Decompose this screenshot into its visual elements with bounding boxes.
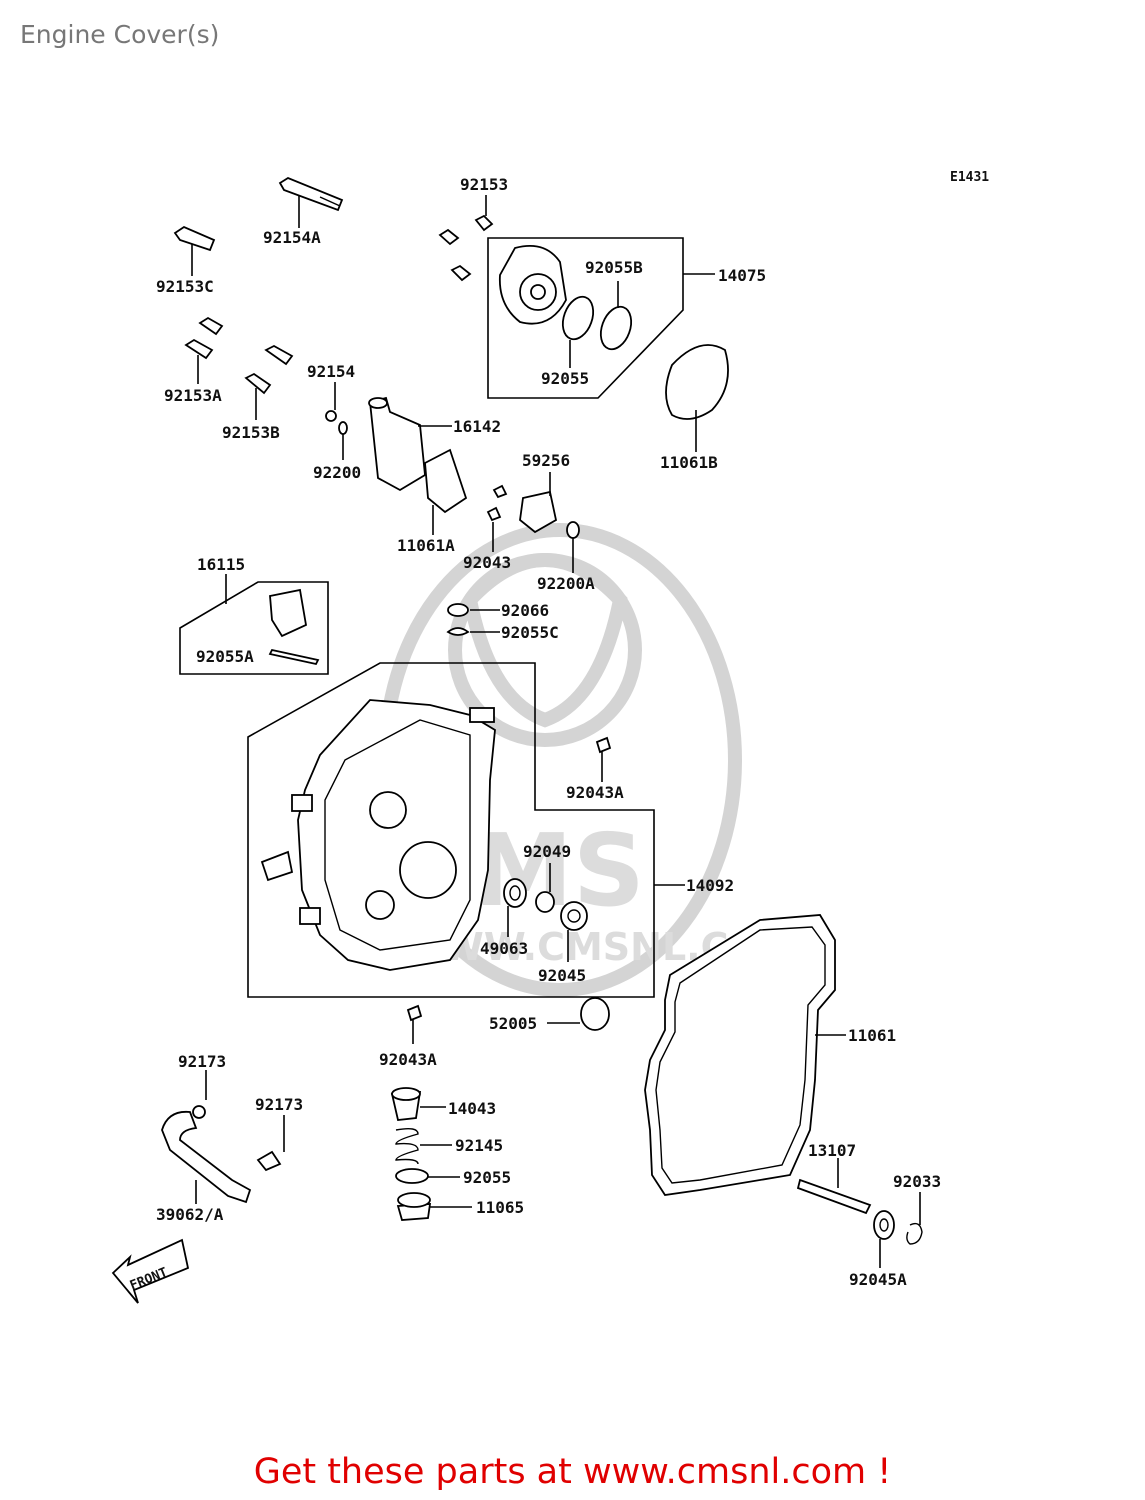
pin-92043A-lower	[406, 1004, 423, 1044]
o-ring-52005	[547, 997, 610, 1031]
part-label-16142: 16142	[453, 417, 501, 436]
part-label-11061A: 11061A	[397, 536, 455, 555]
housing-16142	[368, 396, 452, 492]
part-label-92055A: 92055A	[196, 647, 254, 666]
spring-92145	[395, 1127, 452, 1165]
washer-92049	[535, 863, 555, 913]
part-label-52005: 52005	[489, 1014, 537, 1033]
plug-92066	[446, 603, 500, 636]
part-label-39062A: 39062/A	[156, 1205, 224, 1224]
part-label-92173-left: 92173	[178, 1052, 226, 1071]
part-label-92055B: 92055B	[585, 258, 643, 277]
part-label-92066: 92066	[501, 601, 549, 620]
gasket-11061B	[665, 344, 729, 452]
part-label-92049: 92049	[523, 842, 571, 861]
o-ring-92055	[395, 1168, 460, 1184]
part-label-92045: 92045	[538, 966, 586, 985]
part-label-92153B: 92153B	[222, 423, 280, 442]
seal-49063	[503, 878, 527, 937]
part-label-92173-right: 92173	[255, 1095, 303, 1114]
part-label-92055-lower: 92055	[463, 1168, 511, 1187]
gasket-11061A	[424, 448, 468, 535]
bolt-92153C	[173, 225, 216, 276]
front-arrow: FRONT	[111, 1238, 190, 1304]
strainer-14043	[390, 1087, 446, 1121]
part-label-92154A: 92154A	[263, 228, 321, 247]
nut-92154	[325, 382, 337, 422]
pins-92043	[486, 484, 508, 552]
washer-92200A	[566, 521, 580, 573]
part-label-92145: 92145	[455, 1136, 503, 1155]
page-title: Engine Cover(s)	[20, 20, 220, 49]
part-label-11061B: 11061B	[660, 453, 718, 472]
part-label-11061: 11061	[848, 1026, 896, 1045]
washer-92200	[338, 421, 348, 460]
part-label-14043: 14043	[448, 1099, 496, 1118]
part-label-16115: 16115	[197, 555, 245, 574]
pin-92043A-upper	[595, 736, 612, 782]
assembly-box-14075	[487, 237, 715, 399]
bolts-92153A	[184, 316, 294, 384]
bolts-92153	[438, 195, 494, 282]
part-label-92153A: 92153A	[164, 386, 222, 405]
bolt-92153B	[244, 372, 272, 420]
bearing-92045	[560, 901, 588, 962]
part-label-92043A-upper: 92043A	[566, 783, 624, 802]
gasket-11061	[644, 914, 846, 1196]
part-labels: 92153 92154A 92153C 92055B 14075 92055 1…	[156, 175, 941, 1289]
hose-39062	[161, 1070, 285, 1204]
assembly-box-16115	[179, 574, 329, 675]
part-label-14075: 14075	[718, 266, 766, 285]
part-label-92045A: 92045A	[849, 1270, 907, 1289]
part-label-92200A: 92200A	[537, 574, 595, 593]
part-label-49063: 49063	[480, 939, 528, 958]
o-rings-92055B	[561, 281, 633, 368]
part-label-92043: 92043	[463, 553, 511, 572]
assembly-box-14092	[247, 662, 685, 998]
cap-11065	[396, 1192, 472, 1221]
diagram-code: E1431	[950, 170, 989, 185]
part-label-11065: 11065	[476, 1198, 524, 1217]
footer-link-text[interactable]: Get these parts at www.cmsnl.com !	[253, 1452, 892, 1492]
part-label-92043A-lower: 92043A	[379, 1050, 437, 1069]
impeller-59256	[519, 472, 558, 534]
shaft-13107	[796, 1158, 923, 1268]
bolt-92154A	[278, 176, 344, 228]
part-label-92153C: 92153C	[156, 277, 214, 296]
part-label-13107: 13107	[808, 1141, 856, 1160]
part-label-92055C: 92055C	[501, 623, 559, 642]
part-label-92154: 92154	[307, 362, 355, 381]
pump-cover	[498, 244, 567, 325]
part-label-92033: 92033	[893, 1172, 941, 1191]
part-label-59256: 59256	[522, 451, 570, 470]
part-label-14092: 14092	[686, 876, 734, 895]
part-label-92055: 92055	[541, 369, 589, 388]
part-label-92153: 92153	[460, 175, 508, 194]
crankcase-cover	[260, 699, 496, 971]
part-label-92200: 92200	[313, 463, 361, 482]
